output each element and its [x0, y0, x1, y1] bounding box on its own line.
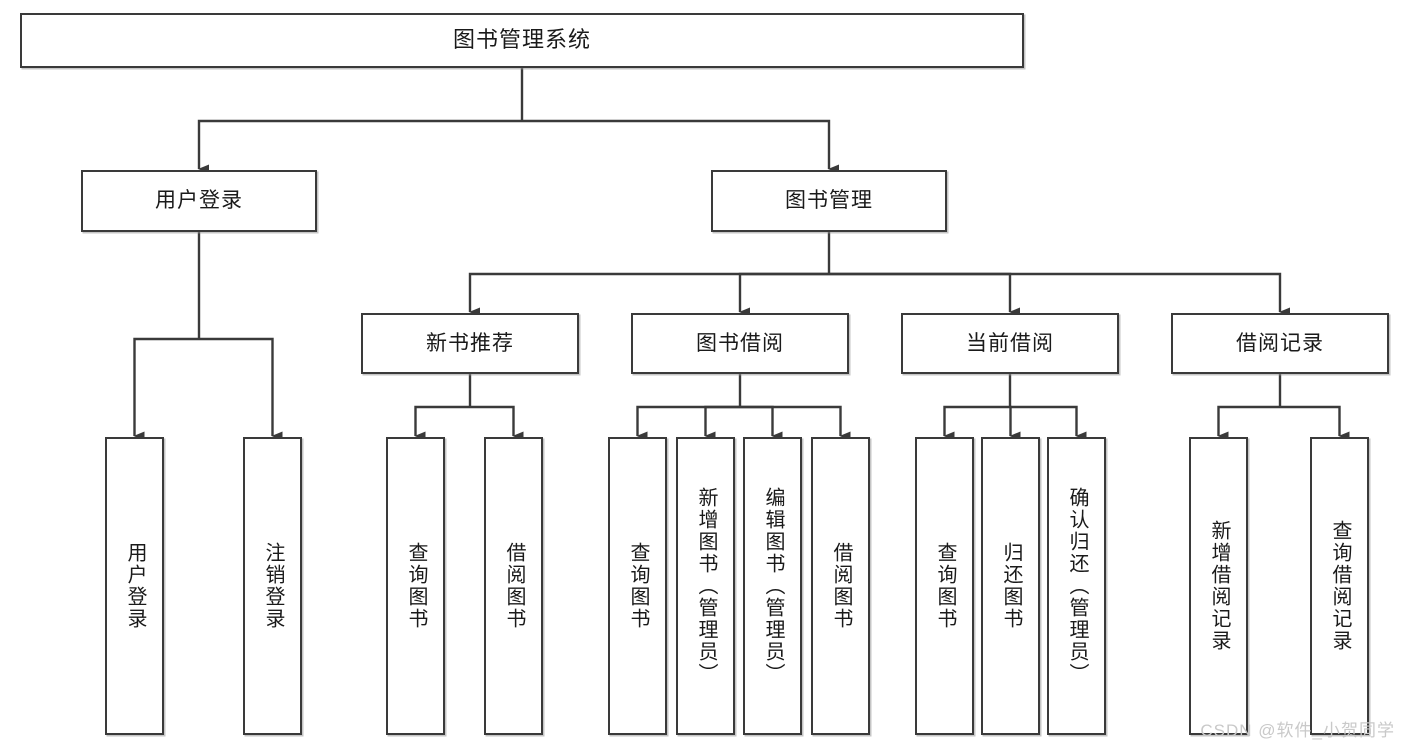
- node-leaf-edit-book[interactable]: 编辑图书（管理员）: [743, 437, 802, 735]
- node-new-book-recommend[interactable]: 新书推荐: [361, 313, 579, 374]
- node-label: 查询图书: [627, 542, 649, 630]
- connector-edge: [829, 272, 1290, 317]
- connector-edge: [470, 405, 524, 441]
- connector-edge: [829, 272, 1020, 317]
- connector-edge: [740, 405, 851, 441]
- node-leaf-query-book-1[interactable]: 查询图书: [386, 437, 445, 735]
- node-label: 图书管理: [785, 189, 873, 213]
- node-leaf-borrow-book-1[interactable]: 借阅图书: [484, 437, 543, 735]
- node-label: 新书推荐: [426, 331, 514, 355]
- node-root[interactable]: 图书管理系统: [20, 13, 1024, 68]
- node-book-borrow[interactable]: 图书借阅: [631, 313, 849, 374]
- node-label: 归还图书: [1000, 542, 1022, 630]
- node-label: 用户登录: [155, 189, 243, 213]
- node-label: 借阅图书: [830, 542, 852, 630]
- connector-edge: [740, 405, 783, 441]
- node-leaf-add-book[interactable]: 新增图书（管理员）: [676, 437, 735, 735]
- connector-edge: [1217, 405, 1280, 441]
- node-label: 新增图书（管理员）: [695, 487, 717, 685]
- watermark-label: CSDN @软件_小贺同学: [1200, 721, 1395, 740]
- connector-edge: [133, 337, 199, 441]
- connector-edge: [522, 119, 839, 174]
- node-book-manage[interactable]: 图书管理: [711, 170, 947, 232]
- node-label: 确认归还（管理员）: [1066, 487, 1088, 685]
- node-leaf-return-book[interactable]: 归还图书: [981, 437, 1040, 735]
- connector-edge: [1009, 405, 1021, 441]
- node-label: 用户登录: [124, 542, 146, 630]
- node-label: 图书管理系统: [452, 27, 591, 53]
- connector-edge: [1280, 405, 1350, 441]
- node-user-login[interactable]: 用户登录: [81, 170, 317, 232]
- node-leaf-add-record[interactable]: 新增借阅记录: [1189, 437, 1248, 735]
- node-borrow-record[interactable]: 借阅记录: [1171, 313, 1389, 374]
- node-current-borrow[interactable]: 当前借阅: [901, 313, 1119, 374]
- node-leaf-query-book-3[interactable]: 查询图书: [915, 437, 974, 735]
- node-label: 编辑图书（管理员）: [762, 487, 784, 685]
- node-label: 新增借阅记录: [1208, 520, 1230, 652]
- connector-edge: [199, 337, 283, 441]
- connector-edge: [738, 272, 829, 317]
- connector-edge: [414, 405, 470, 441]
- connector-edge: [704, 405, 740, 441]
- node-leaf-query-record[interactable]: 查询借阅记录: [1310, 437, 1369, 735]
- node-label: 查询图书: [405, 542, 427, 630]
- node-label: 查询借阅记录: [1329, 520, 1351, 652]
- node-leaf-query-book-2[interactable]: 查询图书: [608, 437, 667, 735]
- node-label: 注销登录: [262, 542, 284, 630]
- node-label: 借阅记录: [1236, 331, 1324, 355]
- node-label: 查询图书: [934, 542, 956, 630]
- connector-edge: [1010, 405, 1087, 441]
- node-leaf-borrow-book-2[interactable]: 借阅图书: [811, 437, 870, 735]
- connector-edge: [197, 119, 522, 174]
- connector-edge: [943, 405, 1010, 441]
- connector-edge: [468, 272, 829, 317]
- node-leaf-confirm-return[interactable]: 确认归还（管理员）: [1047, 437, 1106, 735]
- node-label: 当前借阅: [966, 331, 1054, 355]
- connector-edge: [636, 405, 740, 441]
- node-leaf-user-login[interactable]: 用户登录: [105, 437, 164, 735]
- node-label: 图书借阅: [696, 331, 784, 355]
- node-label: 借阅图书: [503, 542, 525, 630]
- node-leaf-logout[interactable]: 注销登录: [243, 437, 302, 735]
